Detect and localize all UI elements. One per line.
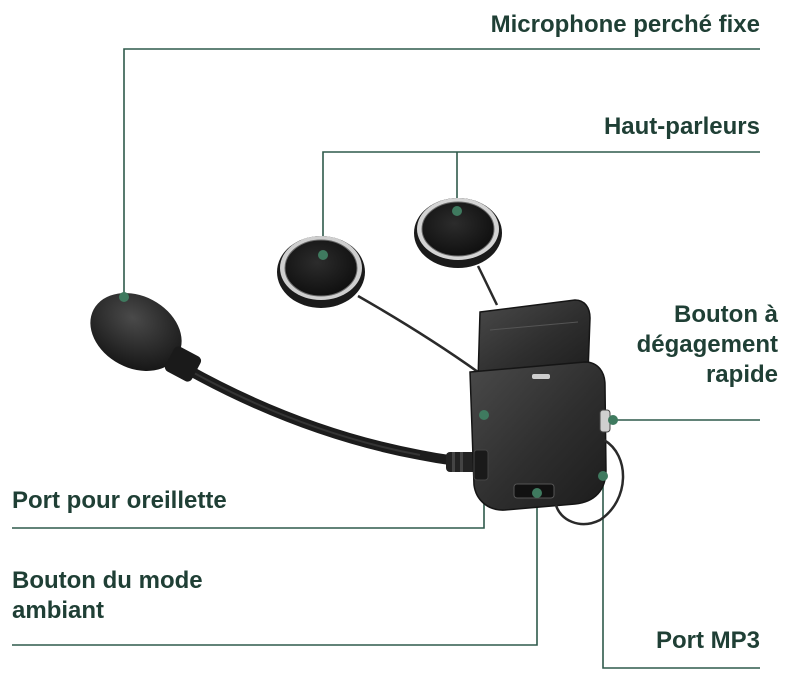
speaker-cables (357, 265, 499, 374)
marker-dot-ambient (532, 488, 542, 498)
leader-line-microphone (123, 48, 760, 297)
leader-line-mp3-port (602, 476, 760, 669)
leader-line-speakers (322, 151, 760, 255)
label-ambient-mode: Bouton du mode ambiant (12, 566, 203, 626)
marker-dot-mp3-port (598, 471, 608, 481)
leader-lines (12, 48, 760, 669)
boom-arm (180, 363, 485, 472)
marker-dots (119, 206, 618, 498)
label-speakers: Haut-parleurs (603, 113, 760, 140)
label-microphone: Microphone perché fixe (490, 11, 760, 38)
marker-dot-quick-release (608, 415, 618, 425)
label-quick-release: Bouton à dégagement rapide (637, 300, 778, 390)
marker-dot-speaker-right (452, 206, 462, 216)
label-ambient-line1: Bouton du mode (12, 567, 203, 594)
leader-line-ambient (12, 493, 538, 646)
marker-dot-speaker-left (318, 250, 328, 260)
label-earpiece-port: Port pour oreillette (12, 487, 227, 514)
label-mp3-port: Port MP3 (655, 627, 760, 654)
control-unit (469, 299, 625, 526)
marker-dot-earpiece-port (479, 410, 489, 420)
label-quick-release-line2: dégagement (636, 331, 778, 358)
label-quick-release-line1: Bouton à (674, 301, 778, 328)
speaker-left (277, 236, 365, 308)
marker-dot-microphone (119, 292, 129, 302)
label-ambient-line2: ambiant (12, 597, 105, 624)
microphone-foam (90, 293, 202, 382)
speaker-right (414, 198, 502, 268)
label-quick-release-line3: rapide (705, 361, 778, 388)
